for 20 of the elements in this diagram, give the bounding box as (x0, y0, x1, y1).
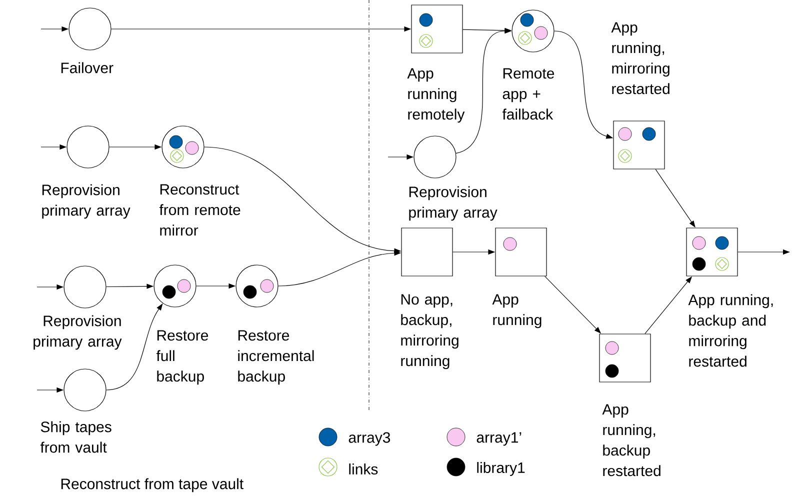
legend-label: library1 (477, 462, 525, 476)
state-label: App running remotely (407, 68, 465, 123)
state-label: App running (492, 294, 542, 328)
legend-label: array3 (348, 432, 390, 446)
state-label: Reconstruct from remote mirror (159, 184, 240, 236)
state-label: Restore incremental backup (238, 330, 314, 385)
state-label: App running, backup and mirroring restarted (688, 294, 773, 367)
state-label: Remote app + failback (502, 68, 554, 120)
state-label: Reprovision primary array (42, 184, 130, 219)
state-label: Reprovision primary array (34, 315, 122, 350)
state-label: App running, backup restarted (602, 404, 660, 476)
caption-text: Reconstruct from tape vault (61, 478, 244, 492)
state-label: Reprovision primary array (409, 186, 498, 221)
legend-label: links (349, 464, 378, 474)
state-label: Ship tapes from vault (40, 421, 112, 453)
legend-label: array1’ (476, 432, 522, 446)
state-label: Failover (61, 62, 114, 74)
state-label: No app, backup, mirroring running (401, 294, 458, 370)
state-label: App running, mirroring restarted (611, 22, 670, 94)
state-label: Restore full backup (156, 330, 208, 385)
